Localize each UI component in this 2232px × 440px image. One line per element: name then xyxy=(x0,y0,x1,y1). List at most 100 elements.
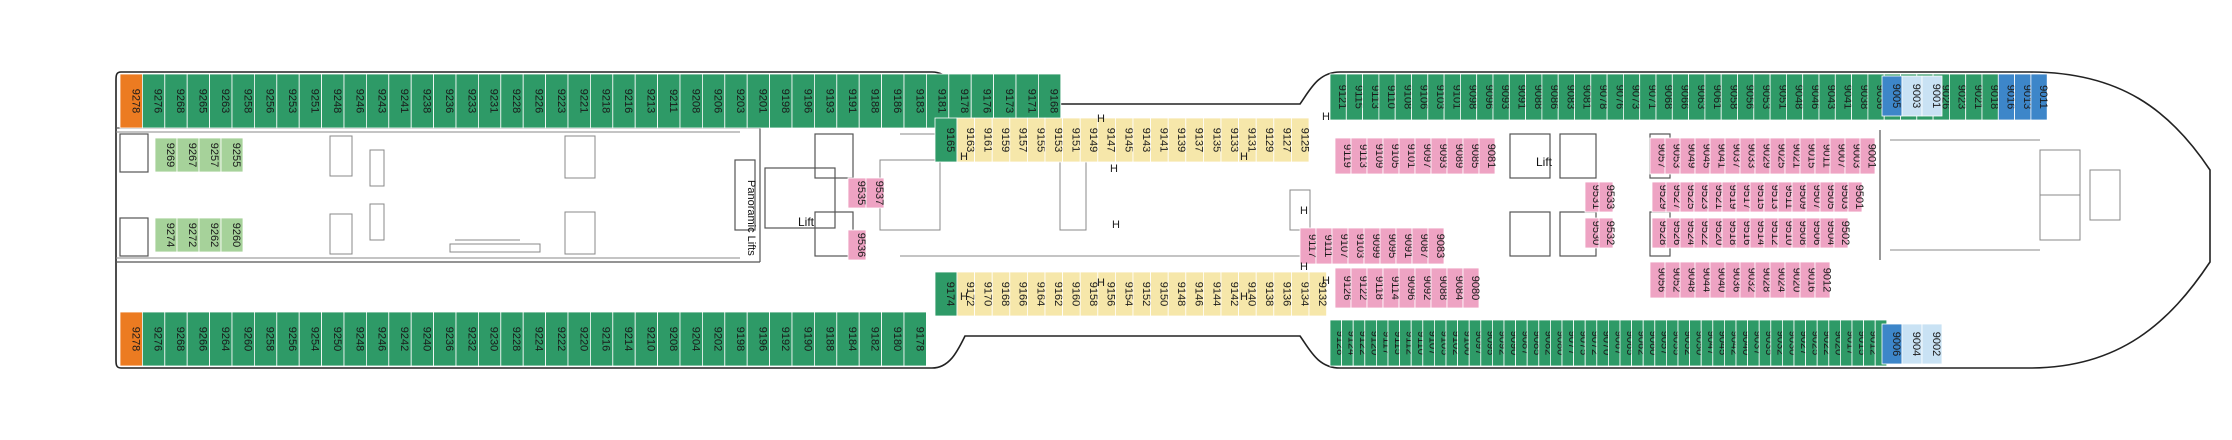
top-mid-cabin-9125[interactable] xyxy=(1291,117,1310,163)
top-fwd-cabin-label: 9038 xyxy=(1858,85,1870,109)
bottom-aft-cabin-label: 9236 xyxy=(443,327,455,351)
bottom-aft-cabin-label: 9242 xyxy=(398,327,410,351)
pink-fwd-mid-bottom-cabin-9502[interactable] xyxy=(1833,217,1849,249)
bottom-mid-cabin-label: 9168 xyxy=(999,282,1011,306)
bottom-mid-cabin-label: 9148 xyxy=(1175,282,1187,306)
pink-fwd-lift-cabin-label: 9533 xyxy=(1604,185,1616,209)
top-fwd-cabin-label: 9115 xyxy=(1353,85,1365,109)
atrium-cabin-9536[interactable] xyxy=(847,229,867,261)
top-fwd-cabin-label: 9066 xyxy=(1679,85,1691,109)
atrium-cabin-9537[interactable] xyxy=(865,177,885,209)
pink-fwd-lift-b-cabin-label: 9532 xyxy=(1604,221,1616,245)
pink-fwd-top-cabin-label: 9041 xyxy=(1716,144,1728,168)
pink-fwd-bottom-cabin-label: 9028 xyxy=(1761,268,1773,292)
top-aft-cabin-label: 9248 xyxy=(331,89,343,113)
bottom-mid-cabin-label: 9170 xyxy=(981,282,993,306)
inner-bottom-cabin-label: 9260 xyxy=(230,223,242,247)
accessible-cabin-mark: H xyxy=(960,151,968,163)
bottom-mid-cabin-label: 9136 xyxy=(1281,282,1293,306)
pink-bottom-cabin-label: 9118 xyxy=(1373,276,1385,300)
pink-fwd-lift-cabin-9533[interactable] xyxy=(1598,181,1614,213)
bottom-mid-cabin-label: 9172 xyxy=(964,282,976,306)
bottom-aft-cabin-label: 9196 xyxy=(756,327,768,351)
bottom-aft-cabin-label: 9182 xyxy=(868,327,880,351)
bottom-mid-cabin-9132[interactable] xyxy=(1308,271,1328,317)
top-aft-cabin-label: 9246 xyxy=(353,89,365,113)
top-mid-cabin-label: 9153 xyxy=(1052,128,1064,152)
top-aft-cabin-label: 9251 xyxy=(308,89,320,113)
pink-top-cabin-label: 9097 xyxy=(1421,144,1433,168)
panoramic-lifts-label: Panoramic Lifts xyxy=(745,180,757,256)
pink-fwd-top-cabin-label: 9045 xyxy=(1701,144,1713,168)
pink-fwd-top-cabin-label: 9001 xyxy=(1866,144,1878,168)
bottom-aft-cabin-label: 9256 xyxy=(286,327,298,351)
pink-top-inner-cabin-9083[interactable] xyxy=(1427,227,1445,265)
blue-top-cabin-label: 9005 xyxy=(1890,84,1902,108)
pink-fwd-top-cabin-9001[interactable] xyxy=(1859,137,1876,175)
top-fwd-cabin-label: 9053 xyxy=(1760,85,1772,109)
bottom-mid-cabin-label: 9174 xyxy=(944,282,956,306)
top-mid-cabin-label: 9141 xyxy=(1157,128,1169,152)
inner-bottom-cabin-label: 9274 xyxy=(164,223,176,247)
pink-bottom-cabin-label: 9122 xyxy=(1357,276,1369,300)
accessible-cabin-mark: H xyxy=(1112,219,1120,231)
accessible-cabin-mark: H xyxy=(1300,205,1308,217)
top-aft-cabin-label: 9181 xyxy=(936,89,948,113)
top-fwd-cabin-label: 9021 xyxy=(1972,85,1984,109)
bottom-aft-cabin-label: 9198 xyxy=(734,327,746,351)
pink-fwd-mid-top-cabin-9501[interactable] xyxy=(1847,181,1863,213)
top-aft-cabin-label: 9191 xyxy=(846,89,858,113)
top-fwd-cabin-label: 9068 xyxy=(1662,85,1674,109)
top-fwd-cabin-label: 9041 xyxy=(1842,85,1854,109)
pink-top-cabin-label: 9085 xyxy=(1469,144,1481,168)
pink-bottom-cabin-9080[interactable] xyxy=(1462,267,1480,309)
top-aft-cabin-label: 9233 xyxy=(465,89,477,113)
pink-fwd-bottom-cabin-9012[interactable] xyxy=(1814,261,1831,299)
top-fwd-cabin-label: 9093 xyxy=(1499,85,1511,109)
inner-top-cabin-label: 9267 xyxy=(186,143,198,167)
accessible-cabin-mark: H xyxy=(1097,277,1105,289)
bottom-mid-cabin-label: 9158 xyxy=(1087,282,1099,306)
pink-top-cabin-9081[interactable] xyxy=(1478,137,1496,175)
blue-top-cabin-9001[interactable] xyxy=(1921,75,1943,117)
bottom-mid-cabin-label: 9132 xyxy=(1316,282,1328,306)
pink-top-cabin-label: 9113 xyxy=(1357,144,1369,168)
top-aft-cabin-label: 9201 xyxy=(756,89,768,113)
bottom-mid-cabin-label: 9144 xyxy=(1210,282,1222,306)
pink-fwd-top-cabin-label: 9011 xyxy=(1821,144,1833,168)
top-fwd-cabin-label: 9051 xyxy=(1776,85,1788,109)
pink-bottom-cabin-label: 9084 xyxy=(1453,276,1465,300)
bottom-mid-cabin-label: 9138 xyxy=(1263,282,1275,306)
top-aft-cabin-label: 9268 xyxy=(174,89,186,113)
top-mid-cabin-label: 9139 xyxy=(1175,128,1187,152)
pink-fwd-top-cabin-label: 9029 xyxy=(1761,144,1773,168)
pink-fwd-bottom-cabin-label: 9040 xyxy=(1716,268,1728,292)
inner-top-cabin-label: 9257 xyxy=(208,143,220,167)
bottom-mid-cabin-label: 9156 xyxy=(1105,282,1117,306)
pink-fwd-lift-b-cabin-9532[interactable] xyxy=(1598,217,1614,249)
top-mid-cabin-label: 9163 xyxy=(964,128,976,152)
top-mid-cabin-label: 9151 xyxy=(1069,128,1081,152)
lift-label-mid: Lift xyxy=(798,215,815,229)
top-aft-cabin-label: 9276 xyxy=(152,89,164,113)
pink-fwd-bottom-cabin-label: 9016 xyxy=(1806,268,1818,292)
bottom-aft-cabin-label: 9222 xyxy=(555,327,567,351)
top-aft-cabin-label: 9183 xyxy=(913,89,925,113)
pink-bottom-cabin-label: 9092 xyxy=(1421,276,1433,300)
top-fwd-cabin-9011[interactable] xyxy=(2030,73,2048,121)
pink-top-cabin-label: 9105 xyxy=(1389,144,1401,168)
top-fwd-cabin-label: 9121 xyxy=(1336,85,1348,109)
inner-top-cabin-9255[interactable] xyxy=(220,137,244,173)
blue-bottom-cabin-9002[interactable] xyxy=(1921,323,1943,365)
top-aft-cabin-label: 9198 xyxy=(779,89,791,113)
top-mid-cabin-label: 9155 xyxy=(1034,128,1046,152)
inner-bottom-cabin-9260[interactable] xyxy=(220,217,244,253)
top-mid-cabin-label: 9125 xyxy=(1298,128,1310,152)
bottom-aft-cabin-9178[interactable] xyxy=(903,311,927,367)
top-aft-cabin-label: 9211 xyxy=(667,89,679,113)
lift-label-fwd: Lift xyxy=(1536,155,1553,169)
top-mid-cabin-label: 9137 xyxy=(1193,128,1205,152)
bottom-aft-cabin-label: 9192 xyxy=(779,327,791,351)
top-aft-cabin-label: 9216 xyxy=(622,89,634,113)
